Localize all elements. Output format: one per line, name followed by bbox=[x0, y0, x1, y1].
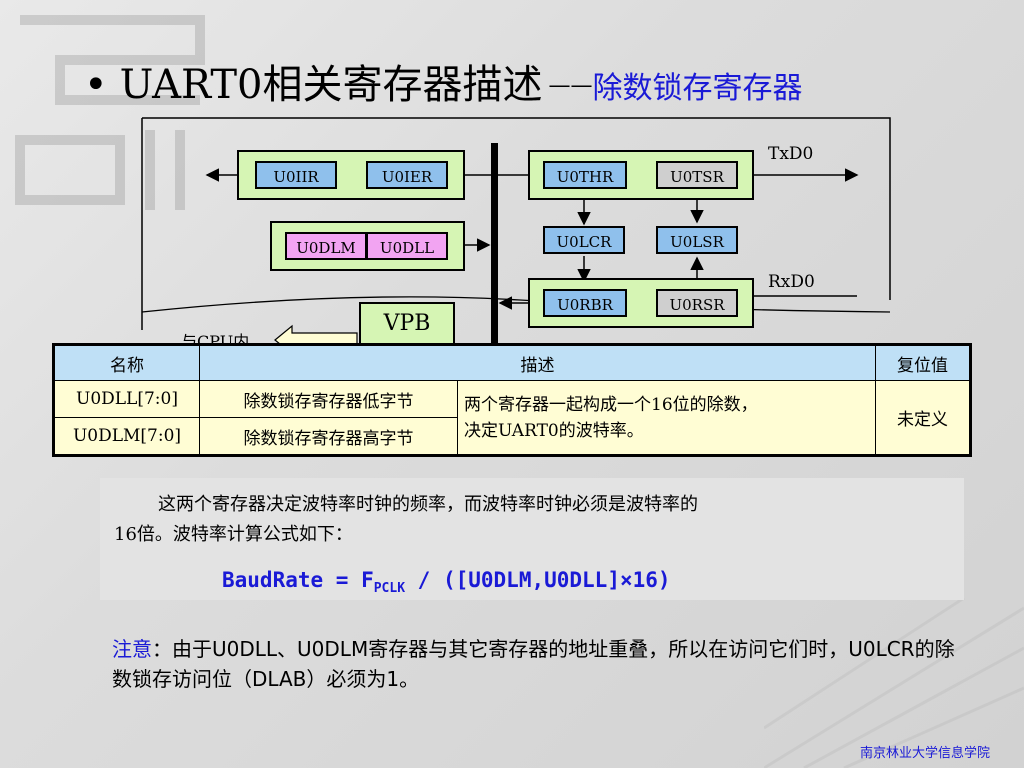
register-u0rbr: U0RBR bbox=[543, 289, 627, 317]
watermark-pattern bbox=[15, 15, 205, 210]
baudrate-formula: BaudRate = FPCLK / ([U0DLM,U0DLL]×16) bbox=[222, 568, 671, 596]
header-reset-value: 复位值 bbox=[875, 344, 971, 381]
cell-reset-value: 未定义 bbox=[875, 380, 971, 456]
cell-shared-description: 两个寄存器一起构成一个16位的除数， 决定UART0的波特率。 bbox=[457, 380, 876, 456]
cell-register-desc: 除数锁存寄存器低字节 bbox=[199, 380, 458, 418]
txd0-label: TxD0 bbox=[768, 144, 814, 164]
title-subtitle: 除数锁存寄存器 bbox=[592, 71, 803, 106]
cell-register-desc: 除数锁存寄存器高字节 bbox=[199, 417, 458, 456]
watermark-pattern-bottom bbox=[764, 596, 1024, 768]
register-u0thr: U0THR bbox=[543, 161, 627, 189]
notice-keyword: 注意 bbox=[112, 637, 152, 661]
notice-text: 注意：由于U0DLL、U0DLM寄存器与其它寄存器的地址重叠，所以在访问它们时，… bbox=[112, 634, 962, 694]
register-u0dll: U0DLL bbox=[366, 232, 448, 260]
register-u0ier: U0IER bbox=[366, 161, 448, 189]
explanation-line1: 这两个寄存器决定波特率时钟的频率，而波特率时钟必须是波特率的 bbox=[158, 494, 698, 515]
slide-title: •UART0相关寄存器描述——除数锁存寄存器 bbox=[84, 52, 803, 110]
register-u0iir: U0IIR bbox=[255, 161, 337, 189]
formula-part-a: BaudRate = F bbox=[222, 568, 374, 592]
bullet: • bbox=[84, 62, 108, 108]
table-header-row: 名称 描述 复位值 bbox=[53, 344, 971, 381]
table-row: U0DLM[7:0] 除数锁存寄存器高字节 bbox=[53, 417, 971, 456]
notice-body: ：由于U0DLL、U0DLM寄存器与其它寄存器的地址重叠，所以在访问它们时，U0… bbox=[112, 637, 955, 691]
register-description-table: 名称 描述 复位值 U0DLL[7:0] 除数锁存寄存器低字节 两个寄存器一起构… bbox=[52, 343, 972, 457]
table-row: U0DLL[7:0] 除数锁存寄存器低字节 两个寄存器一起构成一个16位的除数，… bbox=[53, 380, 971, 456]
shared-desc-line2: 决定UART0的波特率。 bbox=[464, 420, 644, 441]
header-description: 描述 bbox=[199, 344, 876, 381]
rxd0-label: RxD0 bbox=[768, 272, 815, 292]
header-name: 名称 bbox=[53, 344, 200, 381]
cell-register-name: U0DLM[7:0] bbox=[53, 417, 200, 456]
register-u0lsr: U0LSR bbox=[656, 226, 738, 254]
formula-subscript: PCLK bbox=[373, 581, 406, 597]
explanation-line2: 16倍。波特率计算公式如下： bbox=[114, 524, 353, 545]
title-dash: —— bbox=[548, 73, 593, 98]
shared-desc-line1: 两个寄存器一起构成一个16位的除数， bbox=[464, 394, 758, 415]
cell-register-name: U0DLL[7:0] bbox=[53, 380, 200, 418]
footer-institution: 南京林业大学信息学院 bbox=[859, 746, 990, 761]
register-u0lcr: U0LCR bbox=[543, 226, 625, 254]
register-u0rsr: U0RSR bbox=[656, 289, 738, 317]
explanation-box: 这两个寄存器决定波特率时钟的频率，而波特率时钟必须是波特率的 16倍。波特率计算… bbox=[100, 478, 964, 600]
vpb-block: VPB bbox=[359, 302, 455, 346]
register-u0tsr: U0TSR bbox=[656, 161, 738, 189]
register-u0dlm: U0DLM bbox=[285, 232, 367, 260]
title-main: UART0相关寄存器描述 bbox=[119, 62, 543, 108]
formula-part-b: / ([U0DLM,U0DLL]×16) bbox=[405, 568, 671, 592]
